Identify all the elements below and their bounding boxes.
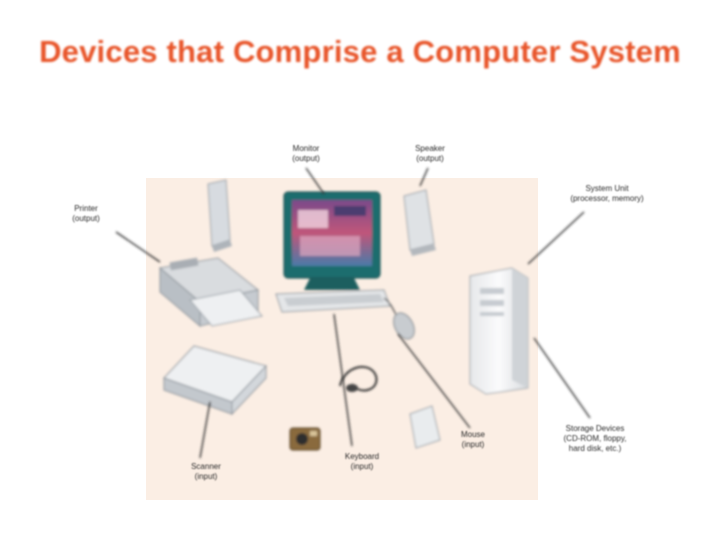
label-speaker-name: Speaker [415, 144, 445, 153]
label-printer: Printer (output) [56, 204, 116, 224]
label-storage-role: (CD-ROM, floppy, [563, 434, 627, 443]
label-keyboard: Keyboard (input) [330, 452, 394, 472]
label-system-unit-role: (processor, memory) [570, 194, 644, 203]
label-mouse-name: Mouse [460, 430, 485, 439]
label-mouse-role: (input) [461, 440, 485, 449]
storage-device-image [409, 405, 441, 449]
leader-line-speaker [419, 167, 429, 187]
label-keyboard-role: (input) [350, 462, 374, 471]
label-scanner: Scanner (input) [176, 462, 236, 482]
mouse-image [383, 297, 415, 340]
label-storage: Storage Devices (CD-ROM, floppy, hard di… [550, 424, 640, 454]
system-unit-image [469, 267, 529, 395]
label-scanner-role: (input) [194, 472, 218, 481]
label-storage-name: Storage Devices [565, 424, 625, 433]
leader-line-printer [115, 231, 161, 263]
label-mouse: Mouse (input) [448, 430, 498, 450]
leader-line-scanner [199, 401, 211, 459]
microphone-image [339, 366, 378, 392]
label-storage-role2: hard disk, etc.) [568, 444, 622, 453]
leader-line-mouse [397, 333, 471, 429]
leader-line-storage [533, 337, 591, 419]
slide-title: Devices that Comprise a Computer System [39, 34, 681, 69]
label-monitor-name: Monitor [292, 144, 320, 153]
label-system-unit-name: System Unit [585, 184, 629, 193]
camera-image [289, 427, 321, 451]
leader-line-keyboard [333, 313, 353, 447]
label-keyboard-name: Keyboard [344, 452, 380, 461]
label-scanner-name: Scanner [191, 462, 221, 471]
leader-line-system-unit [527, 211, 585, 265]
label-speaker: Speaker (output) [400, 144, 460, 164]
keyboard-image [275, 289, 391, 313]
label-printer-role: (output) [72, 214, 100, 223]
label-printer-name: Printer [74, 204, 98, 213]
scanner-image [163, 345, 267, 416]
monitor-image [283, 191, 381, 290]
printer-image [158, 257, 263, 328]
speaker-image [403, 189, 436, 256]
label-system-unit: System Unit (processor, memory) [552, 184, 662, 204]
external-drive-image [207, 179, 232, 252]
label-speaker-role: (output) [416, 154, 444, 163]
label-monitor-role: (output) [292, 154, 320, 163]
label-monitor: Monitor (output) [276, 144, 336, 164]
leader-line-monitor [305, 167, 325, 195]
